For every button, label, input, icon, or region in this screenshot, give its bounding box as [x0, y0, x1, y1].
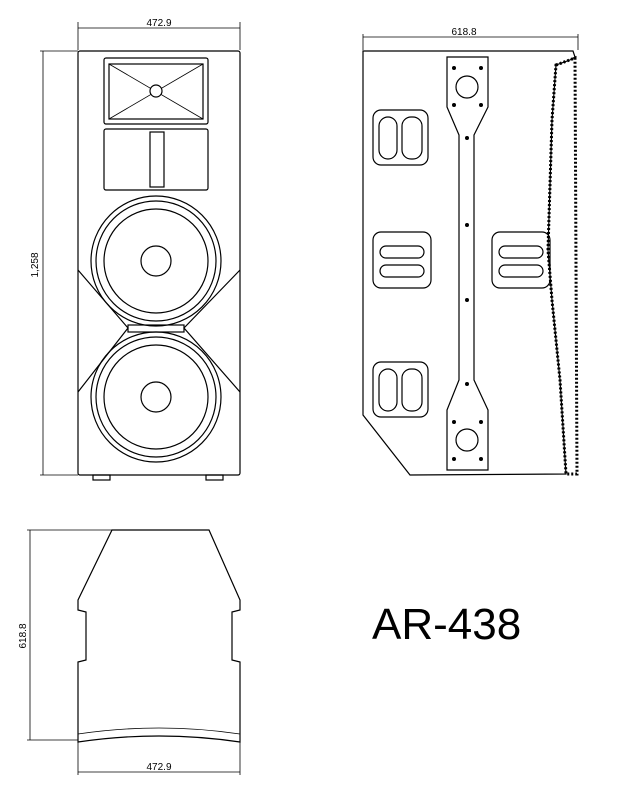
woofer-top [90, 195, 222, 327]
handle-1 [372, 109, 429, 166]
front-view: 472.9 1,258 [30, 18, 241, 481]
woofer-bottom [90, 331, 222, 463]
horn-frame [103, 57, 209, 125]
side-cabinet [362, 50, 576, 476]
side-view: 618.8 [362, 27, 579, 476]
top-view: 618.8 472.9 [18, 529, 241, 775]
grille-mesh [546, 55, 579, 476]
top-depth-label: 618.8 [18, 623, 29, 648]
front-cabinet [77, 50, 241, 476]
handle-4 [372, 361, 429, 418]
side-depth-label: 618.8 [451, 27, 476, 38]
model-name: AR-438 [372, 600, 522, 649]
handle-3 [491, 231, 551, 289]
front-height-label: 1,258 [30, 252, 41, 277]
mid-driver-panel [103, 128, 209, 191]
rigging-bar [446, 56, 489, 471]
top-width-label: 472.9 [146, 762, 171, 773]
top-cabinet [77, 529, 241, 743]
front-width-label: 472.9 [146, 18, 171, 29]
handle-2 [372, 231, 432, 289]
